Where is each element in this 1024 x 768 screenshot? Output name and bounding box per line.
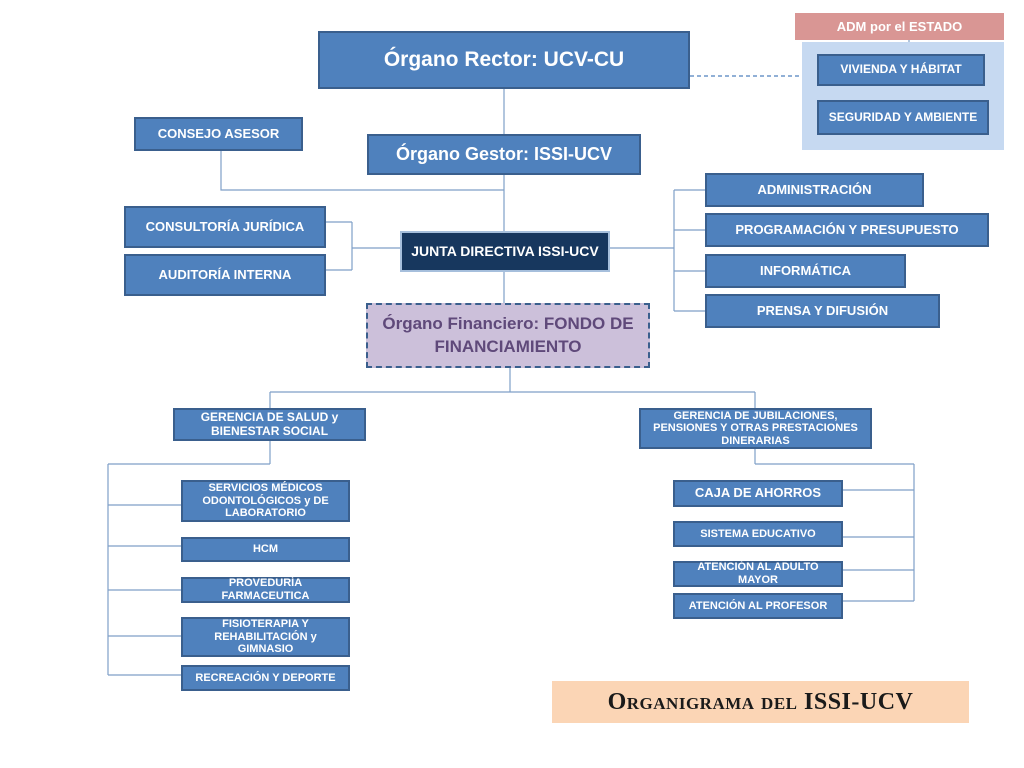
sistema-educativo: SISTEMA EDUCATIVO: [673, 521, 843, 547]
atencion-profesor: ATENCIÓN AL PROFESOR: [673, 593, 843, 619]
fisioterapia: FISIOTERAPIA Y REHABILITACIÓN y GIMNASIO: [181, 617, 350, 657]
organo-rector: Órgano Rector: UCV-CU: [318, 31, 690, 89]
caja-ahorros: CAJA DE AHORROS: [673, 480, 843, 507]
prensa-difusion: PRENSA Y DIFUSIÓN: [705, 294, 940, 328]
organo-financiero: Órgano Financiero: FONDO DE FINANCIAMIEN…: [366, 303, 650, 368]
adm-header: ADM por el ESTADO: [795, 13, 1004, 40]
organo-gestor: Órgano Gestor: ISSI-UCV: [367, 134, 641, 175]
recreacion-deporte: RECREACIÓN Y DEPORTE: [181, 665, 350, 691]
consultoria-juridica: CONSULTORÍA JURÍDICA: [124, 206, 326, 248]
consejo-asesor: CONSEJO ASESOR: [134, 117, 303, 151]
atencion-adulto-mayor: ATENCIÓN AL ADULTO MAYOR: [673, 561, 843, 587]
proveduria-farmaceutica: PROVEDURÍA FARMACEUTICA: [181, 577, 350, 603]
hcm: HCM: [181, 537, 350, 562]
adm-item-vivienda: VIVIENDA Y HÁBITAT: [817, 54, 985, 86]
adm-item-seguridad: SEGURIDAD Y AMBIENTE: [817, 100, 989, 135]
informatica: INFORMÁTICA: [705, 254, 906, 288]
programacion-presupuesto: PROGRAMACIÓN Y PRESUPUESTO: [705, 213, 989, 247]
servicios-medicos: SERVICIOS MÉDICOS ODONTOLÓGICOS y DE LAB…: [181, 480, 350, 522]
junta-directiva: JUNTA DIRECTIVA ISSI-UCV: [400, 231, 610, 272]
administracion: ADMINISTRACIÓN: [705, 173, 924, 207]
gerencia-salud: GERENCIA DE SALUD y BIENESTAR SOCIAL: [173, 408, 366, 441]
gerencia-jubilaciones: GERENCIA DE JUBILACIONES, PENSIONES Y OT…: [639, 408, 872, 449]
auditoria-interna: AUDITORÍA INTERNA: [124, 254, 326, 296]
chart-title: Organigrama del ISSI-UCV: [552, 681, 969, 723]
